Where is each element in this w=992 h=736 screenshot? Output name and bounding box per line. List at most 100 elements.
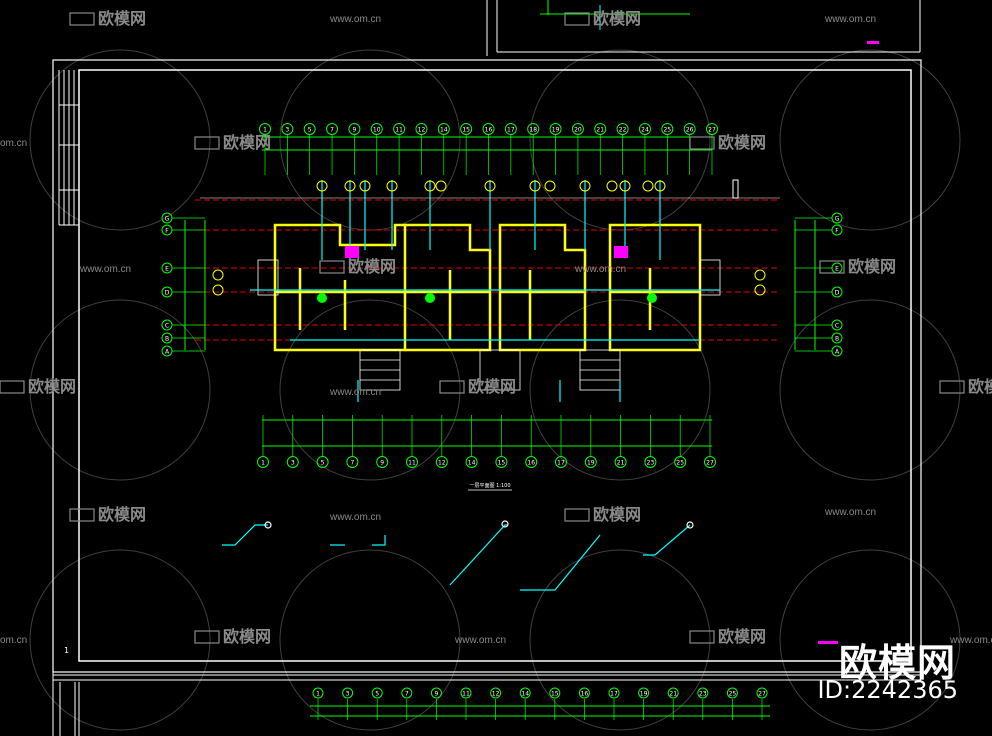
axis-bottom-label: 23: [647, 460, 655, 467]
axis-top-label: 18: [529, 127, 537, 134]
axis-top-label: 25: [663, 127, 671, 134]
axis-top-bubble: [348, 123, 361, 135]
axis-next-label: 23: [699, 691, 707, 698]
watermark-logo-icon: [69, 508, 95, 522]
axis-top-bubble: [683, 123, 696, 135]
axis-top-label: 7: [330, 127, 334, 134]
axis-top-bubble: [616, 123, 629, 135]
axis-next-label: 27: [758, 691, 766, 698]
axis-bottom-bubble: [495, 456, 508, 468]
watermark-brand: 欧模网: [98, 9, 146, 28]
axis-top-bubble: [482, 123, 495, 135]
axis-next-label: 25: [729, 691, 737, 698]
watermark-logo-icon: [939, 380, 965, 394]
axis-top-label: 12: [418, 127, 426, 134]
axis-top-bubble: [549, 123, 562, 135]
watermark-brand: 欧模网: [848, 257, 896, 276]
watermark-brand: 欧模网: [968, 377, 992, 396]
axis-top-label: 10: [373, 127, 381, 134]
axis-top-bubble: [393, 123, 406, 135]
axis-bottom-label: 14: [468, 460, 476, 467]
sheet-bottom-partial: [52, 672, 921, 736]
axis-bottom-bubble: [465, 456, 478, 468]
axis-bottom-label: 3: [291, 460, 295, 467]
watermark-logo-icon: [564, 12, 590, 26]
watermark-logo-icon: [689, 630, 715, 644]
axis-next-label: 17: [610, 691, 618, 698]
axis-top-label: 26: [686, 127, 694, 134]
watermark-site-partial: om.cn: [0, 138, 27, 149]
plan-title: 一层平面图 1:100: [470, 483, 511, 489]
watermark-brand: 欧模网: [223, 627, 271, 646]
axis-top-bubble: [370, 123, 383, 135]
watermark-site: www.om.cn: [824, 14, 876, 25]
axis-left-label: D: [165, 290, 170, 297]
axis-bottom-label: 16: [527, 460, 535, 467]
axis-bottom-bubble: [286, 456, 299, 468]
axis-next-label: 3: [346, 691, 350, 698]
axis-bottom-bubble: [525, 456, 538, 468]
axis-lines: [195, 199, 780, 341]
watermark-site: www.om.cn: [329, 14, 381, 25]
axis-bottom-bubble: [257, 456, 269, 468]
axis-next-label: 16: [581, 691, 589, 698]
axis-top-label: 5: [308, 127, 312, 134]
watermark-site: www.om.cn: [949, 635, 992, 646]
watermark-brand: 欧模网: [223, 133, 271, 152]
watermark-site-partial: om.cn: [0, 635, 27, 646]
axis-right-label: A: [835, 349, 840, 356]
axis-next-bubble: [667, 687, 679, 699]
axis-top-label: 27: [708, 127, 716, 134]
axis-top-bubble: [259, 123, 271, 135]
axis-right-label: B: [835, 336, 839, 343]
axis-left-label: E: [165, 266, 169, 273]
axis-top-label: 1: [263, 127, 267, 134]
watermark-brand: 欧模网: [718, 133, 766, 152]
riser-bubbles: [212, 180, 766, 296]
axis-top-label: 21: [596, 127, 604, 134]
axis-right-label: F: [835, 228, 839, 235]
axis-next-bubble: [490, 687, 502, 699]
axis-bottom-bubble: [644, 456, 657, 468]
axis-left-label: G: [165, 216, 170, 223]
axis-next-bubble: [342, 687, 354, 699]
watermark-brand: 欧模网: [593, 505, 641, 524]
watermark-site: www.om.cn: [574, 264, 626, 275]
axis-bottom-bubble: [435, 456, 448, 468]
axis-top-label: 17: [507, 127, 515, 134]
page-number: 1: [64, 646, 69, 655]
axis-next-label: 9: [434, 691, 438, 698]
axis-right-label: C: [835, 323, 839, 330]
axis-next-label: 12: [492, 691, 500, 698]
axis-top-bubble: [527, 123, 540, 135]
axis-next-bubble: [460, 687, 472, 699]
axis-bottom-label: 5: [321, 460, 325, 467]
watermark-site: www.om.cn: [329, 512, 381, 523]
axis-left-label: A: [165, 349, 170, 356]
axis-next-bubble: [401, 687, 413, 699]
axis-top-bubble: [415, 123, 428, 135]
watermark-brand: 欧模网: [348, 257, 396, 276]
axis-top-bubble: [661, 123, 674, 135]
watermark-site: www.om.cn: [454, 635, 506, 646]
axis-next-bubble: [430, 687, 442, 699]
axis-top-bubble: [326, 123, 339, 135]
axis-top-bubble: [638, 123, 651, 135]
watermark-logo-icon: [689, 136, 715, 150]
watermark-brand: 欧模网: [468, 377, 516, 396]
axis-bottom-label: 11: [408, 460, 416, 467]
watermark-site: www.om.cn: [329, 387, 381, 398]
dimension-lines-side: [184, 220, 816, 350]
axis-top-bubble: [571, 123, 584, 135]
dimension-lines-top: [262, 136, 712, 151]
axis-top-bubble: [706, 123, 718, 135]
axis-left-label: F: [165, 228, 169, 235]
axis-next-label: 7: [405, 691, 409, 698]
axis-next-bubble: [756, 687, 768, 699]
axis-bottom-bubble: [406, 456, 418, 468]
axis-bottom-bubble: [316, 456, 329, 468]
detail-sketches: [222, 520, 694, 591]
